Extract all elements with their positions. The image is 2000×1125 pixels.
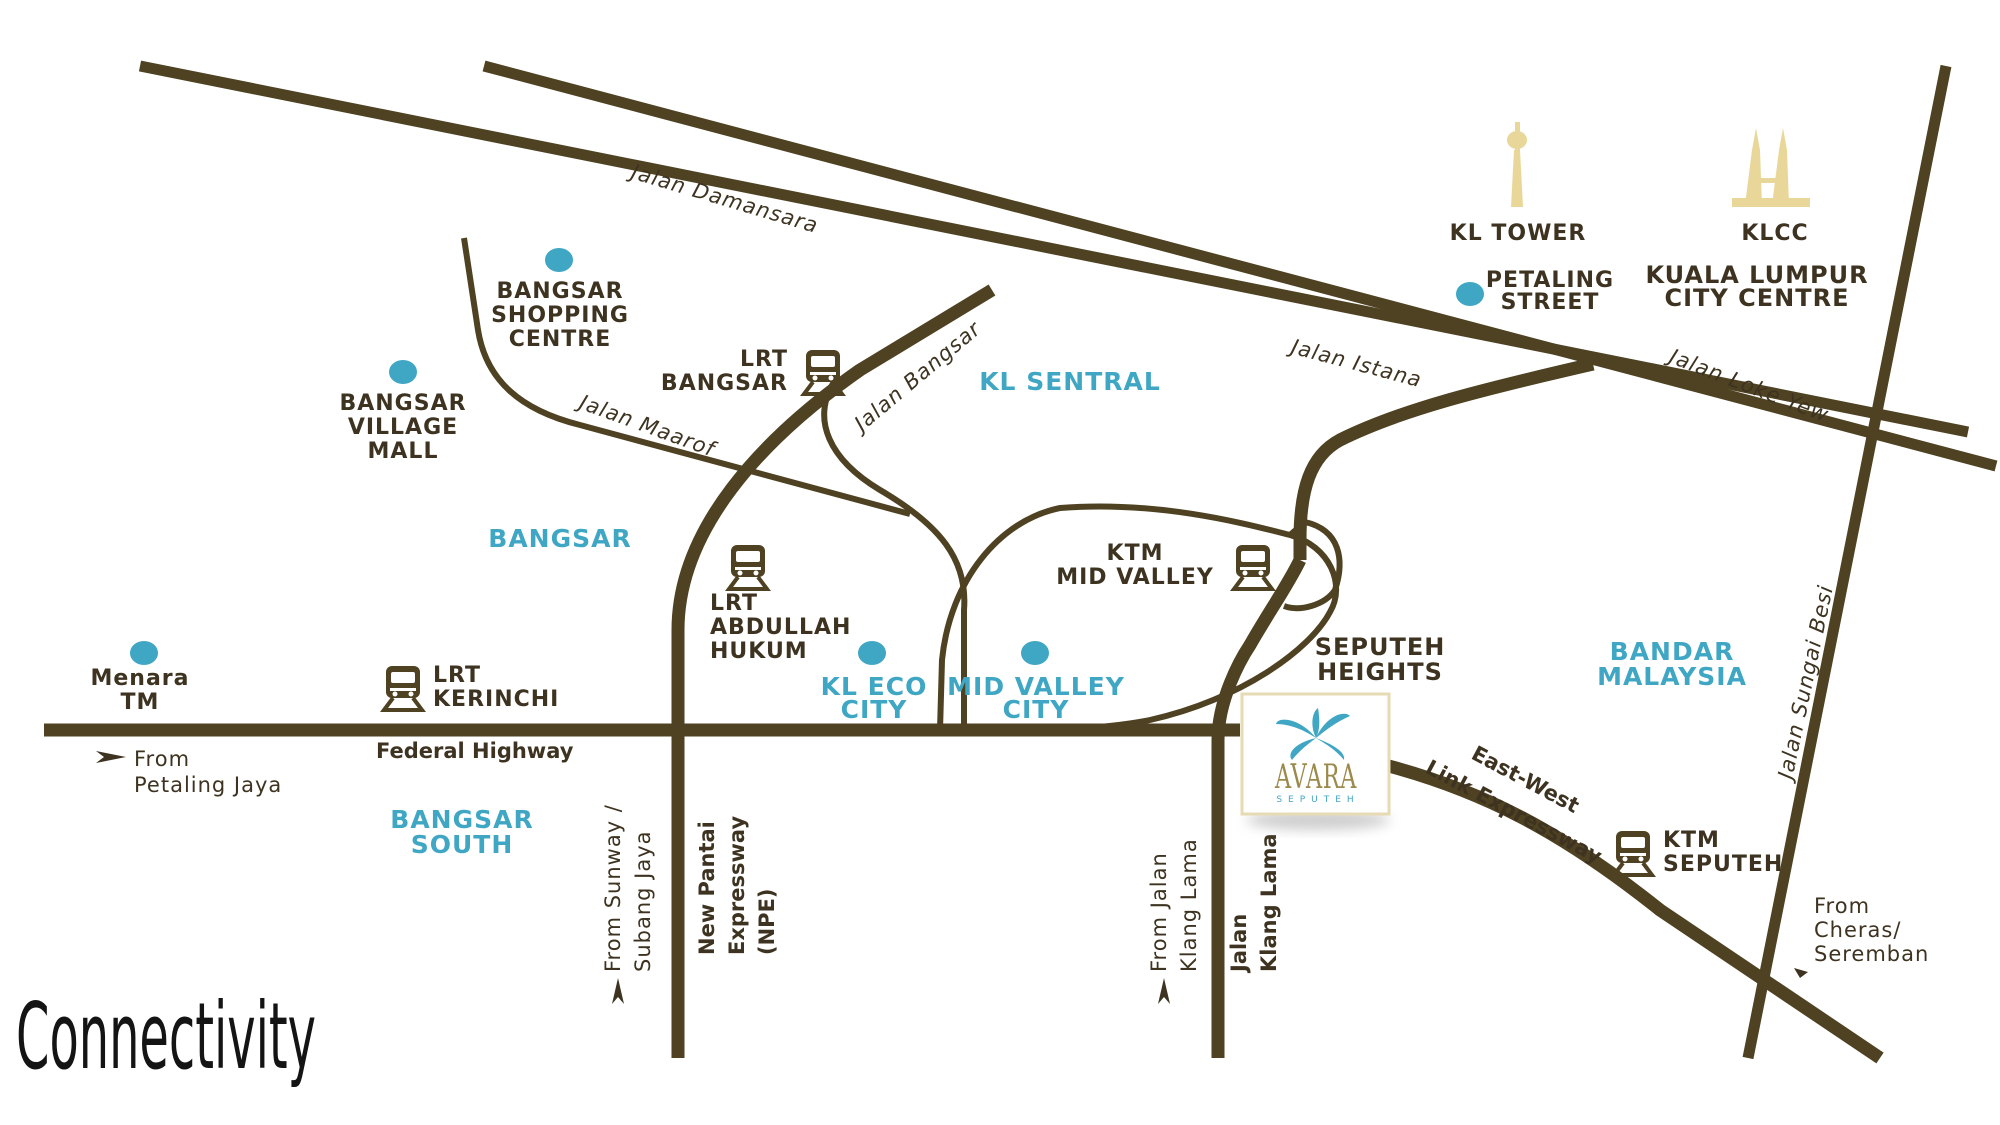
direction-from-klang-lama-2: Klang Lama <box>1177 838 1201 972</box>
label-ktm-seputeh-1: KTM <box>1663 828 1720 853</box>
direction-from-pj-1: From <box>134 747 190 771</box>
area-mid-valley-city-1: MID VALLEY <box>947 672 1125 701</box>
direction-from-cheras-2: Cheras/ <box>1814 918 1901 942</box>
label-kl-city-centre-2: CITY CENTRE <box>1665 284 1850 312</box>
label-ktm-seputeh-2: SEPUTEH <box>1663 852 1783 877</box>
label-lrt-kerinchi-1: LRT <box>433 663 481 688</box>
page-title: Connectivity <box>16 983 316 1090</box>
road-jalan-maarof <box>461 237 911 517</box>
roads <box>44 60 1998 1064</box>
label-lrt-abdullah-3: HUKUM <box>710 639 808 664</box>
label-klcc: KLCC <box>1741 221 1808 246</box>
area-mid-valley-city-2: CITY <box>1003 695 1070 724</box>
street-jalan-istana: Jalan Istana <box>1285 334 1425 392</box>
arrow-icon <box>1784 968 1808 990</box>
road-jalan-loke-yew <box>482 60 1998 472</box>
area-kl-sentral: KL SENTRAL <box>979 367 1161 396</box>
logo-sub: SEPUTEH <box>1276 795 1359 805</box>
poi-dots <box>130 248 1484 665</box>
label-bangsar-village-2: VILLAGE <box>348 415 458 440</box>
label-bangsar-shopping-2: SHOPPING <box>491 303 629 328</box>
label-kl-city-centre-1: KUALA LUMPUR <box>1645 261 1868 289</box>
label-lrt-kerinchi-2: KERINCHI <box>433 687 559 712</box>
avara-logo: AVARA SEPUTEH <box>1240 692 1391 830</box>
label-lrt-bangsar-2: BANGSAR <box>661 371 788 396</box>
label-bangsar-shopping-1: BANGSAR <box>496 279 623 304</box>
road-jalan-damansara <box>138 60 1970 438</box>
road-mid-valley-loop <box>937 503 1340 733</box>
train-icon-lrt-kerinchi <box>382 664 424 712</box>
label-lrt-abdullah-1: LRT <box>710 591 758 616</box>
road-jalan-istana-link <box>1293 357 1595 560</box>
road-jalan-bangsar <box>821 378 968 730</box>
label-seputeh-heights-2: HEIGHTS <box>1317 658 1443 686</box>
area-bangsar: BANGSAR <box>488 524 631 553</box>
logo-name: AVARA <box>1274 757 1357 797</box>
train-icon-ktm-seputeh <box>1612 829 1654 877</box>
direction-from-sunway-1: From Sunway / <box>601 804 625 972</box>
train-icon-lrt-bangsar <box>802 348 844 396</box>
location-dot-icon <box>545 248 573 272</box>
petronas-towers-icon <box>1732 128 1810 207</box>
road-east-west-link <box>1383 758 1884 1064</box>
street-federal-highway: Federal Highway <box>376 739 574 763</box>
road-jalan-klang-lama <box>1211 557 1306 1058</box>
arrow-icon <box>1158 978 1170 1004</box>
direction-from-cheras-1: From <box>1814 894 1870 918</box>
street-npe-1: New Pantai <box>695 821 719 955</box>
area-kl-eco-city-1: KL ECO <box>821 672 928 701</box>
leaf-logo-icon <box>1276 708 1350 760</box>
area-bandar-malaysia-2: MALAYSIA <box>1597 662 1747 691</box>
street-npe-3: (NPE) <box>755 888 779 955</box>
label-bangsar-village-1: BANGSAR <box>339 391 466 416</box>
train-icon-lrt-abdullah-hukum <box>727 543 769 591</box>
street-klang-lama-1: Jalan <box>1227 914 1251 974</box>
road-jalan-sungai-besi <box>1742 64 1952 1060</box>
area-bangsar-south-1: BANGSAR <box>390 805 533 834</box>
location-dot-icon <box>1456 282 1484 306</box>
location-dot-icon <box>1021 641 1049 665</box>
label-bangsar-village-3: MALL <box>368 439 439 464</box>
kl-tower-icon <box>1507 122 1527 207</box>
direction-from-sunway-2: Subang Jaya <box>631 830 655 972</box>
label-ktm-mid-valley-1: KTM <box>1107 541 1164 566</box>
direction-from-klang-lama-1: From Jalan <box>1147 852 1171 972</box>
area-bandar-malaysia-1: BANDAR <box>1610 637 1735 666</box>
road-mid-valley-ring-east <box>1282 519 1343 612</box>
location-dot-icon <box>389 360 417 384</box>
label-petaling-street-2: STREET <box>1501 290 1600 315</box>
label-seputeh-heights-1: SEPUTEH <box>1315 633 1446 661</box>
label-menara-tm-1: Menara <box>90 666 189 691</box>
street-npe-2: Expressway <box>725 816 749 955</box>
area-kl-eco-city-2: CITY <box>841 695 908 724</box>
street-jalan-maarof: Jalan Maarof <box>573 389 721 463</box>
area-bangsar-south-2: SOUTH <box>411 830 514 859</box>
train-icon-ktm-mid-valley <box>1232 543 1274 591</box>
direction-from-cheras-3: Seremban <box>1814 942 1929 966</box>
label-petaling-street-1: PETALING <box>1486 268 1614 293</box>
location-dot-icon <box>858 641 886 665</box>
label-ktm-mid-valley-2: MID VALLEY <box>1056 565 1214 590</box>
label-lrt-bangsar-1: LRT <box>740 347 788 372</box>
street-klang-lama-2: Klang Lama <box>1257 833 1281 972</box>
label-lrt-abdullah-2: ABDULLAH <box>710 615 851 640</box>
direction-from-pj-2: Petaling Jaya <box>134 773 282 797</box>
label-kl-tower: KL TOWER <box>1450 221 1587 246</box>
label-menara-tm-2: TM <box>121 690 160 715</box>
arrow-icon <box>96 751 126 763</box>
arrow-icon <box>612 978 624 1004</box>
location-dot-icon <box>130 641 158 665</box>
label-bangsar-shopping-3: CENTRE <box>509 327 612 352</box>
